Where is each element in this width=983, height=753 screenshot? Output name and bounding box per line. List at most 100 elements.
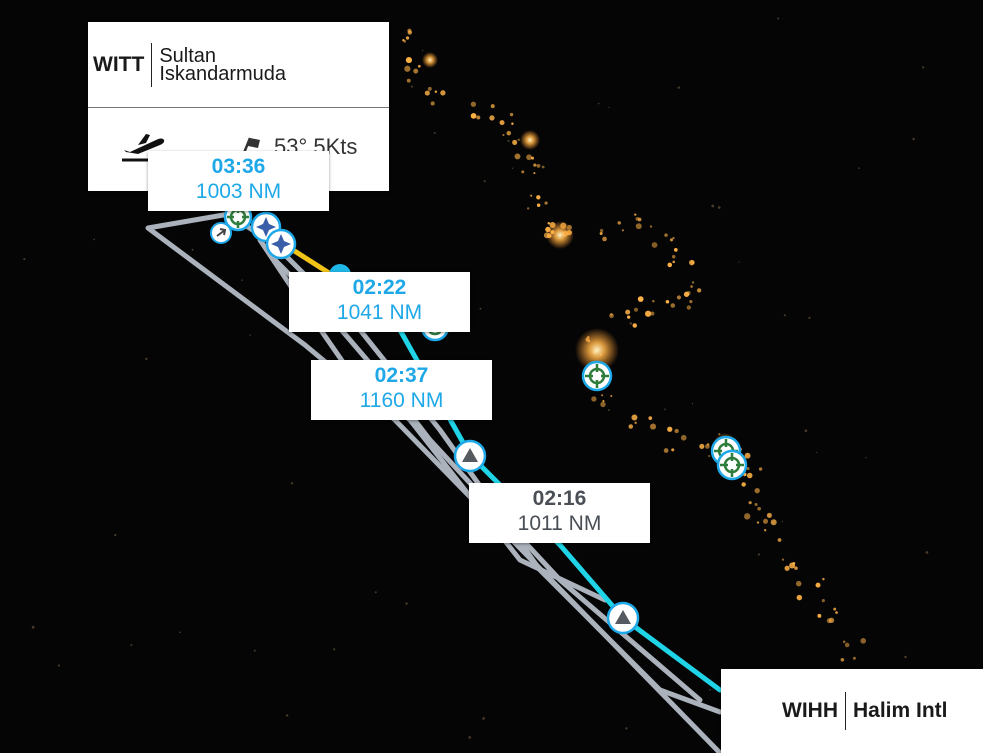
arrival-airport-card[interactable]: WIHH Halim Intl (721, 669, 983, 753)
city-light (632, 323, 638, 328)
city-light (673, 248, 678, 252)
city-light (842, 640, 846, 643)
city-light (766, 512, 772, 518)
city-light (407, 30, 413, 35)
city-light (796, 594, 803, 601)
airport-marker[interactable] (716, 449, 748, 481)
city-light (817, 613, 822, 618)
waypoint-triangle-marker[interactable] (453, 439, 487, 473)
city-light (821, 599, 825, 603)
map-speck (93, 238, 96, 241)
city-light (670, 303, 676, 308)
city-light (744, 513, 751, 520)
city-light (544, 201, 548, 205)
city-light (634, 421, 637, 425)
city-light (686, 291, 691, 295)
map-speck (31, 625, 35, 629)
departure-icao: WITT (93, 42, 153, 87)
city-light (517, 138, 520, 142)
city-light (696, 288, 702, 293)
map-speck (253, 649, 256, 652)
city-light (764, 529, 767, 532)
city-light (860, 638, 867, 644)
map-speck (241, 279, 243, 281)
city-light (601, 394, 604, 397)
city-light (651, 242, 658, 248)
map-speck (808, 316, 811, 319)
map-speck (421, 49, 424, 52)
waypoint-star-marker[interactable] (265, 228, 297, 260)
city-light (440, 90, 446, 96)
city-light (541, 165, 545, 169)
map-speck (130, 643, 133, 646)
city-light (591, 396, 597, 402)
city-light (404, 65, 411, 72)
city-light (758, 467, 763, 471)
city-light (633, 307, 639, 312)
city-light (650, 311, 655, 316)
map-speck (858, 167, 860, 169)
map-speck (904, 655, 907, 659)
city-glow (546, 221, 574, 249)
takeoff-marker[interactable] (210, 222, 232, 244)
route-leg-label[interactable]: 02:37 1160 NM (311, 360, 492, 420)
city-light (626, 315, 631, 319)
city-glow (422, 52, 438, 68)
city-light (637, 296, 644, 302)
city-light (530, 194, 533, 197)
city-light (405, 57, 412, 64)
arrival-airport-header: WIHH Halim Intl (721, 669, 983, 753)
route-leg-label[interactable]: 02:16 1011 NM (469, 483, 650, 543)
city-light (686, 305, 691, 310)
city-light (754, 487, 760, 494)
city-light (424, 90, 430, 96)
map-speck (608, 106, 610, 108)
map-speck (597, 102, 600, 105)
map-speck (191, 248, 194, 251)
city-light (770, 519, 777, 526)
city-light (744, 452, 751, 459)
city-light (652, 299, 655, 303)
city-light (671, 448, 675, 452)
route-leg-label[interactable]: 03:36 1003 NM (148, 151, 329, 211)
waypoint-triangle-marker[interactable] (606, 601, 640, 635)
city-light (741, 482, 746, 487)
city-light (748, 501, 752, 505)
map-speck (625, 727, 628, 730)
city-light (634, 213, 637, 216)
route-leg-label[interactable]: 02:22 1041 NM (289, 272, 470, 332)
map-speck (629, 322, 633, 325)
city-light (672, 260, 676, 264)
city-light (490, 104, 495, 109)
city-light (610, 313, 613, 316)
map-speck (511, 167, 514, 169)
city-light (547, 222, 551, 225)
city-light (628, 424, 634, 429)
city-light (667, 426, 673, 432)
city-light (667, 262, 673, 268)
map-speck (664, 408, 666, 411)
city-light (470, 112, 477, 119)
city-light (648, 416, 653, 420)
city-light (754, 502, 758, 507)
map-speck (23, 258, 26, 261)
map-speck (777, 17, 780, 20)
city-light (691, 281, 695, 284)
leg-distance: 1003 NM (195, 180, 282, 203)
city-light (526, 207, 530, 210)
city-light (828, 617, 835, 624)
city-light (417, 64, 421, 68)
city-light (599, 228, 604, 233)
airport-marker[interactable] (581, 360, 613, 392)
map-speck (114, 533, 117, 537)
city-light (610, 394, 613, 398)
city-light (514, 153, 521, 160)
city-light (680, 434, 687, 441)
city-light (690, 285, 693, 288)
city-light (635, 223, 642, 230)
departure-airport-header: WITT Sultan Iskandarmuda (88, 22, 389, 108)
city-light (599, 231, 603, 235)
arrival-airport-name: Halim Intl (853, 699, 948, 722)
city-light (512, 139, 518, 145)
map-speck (333, 648, 336, 651)
